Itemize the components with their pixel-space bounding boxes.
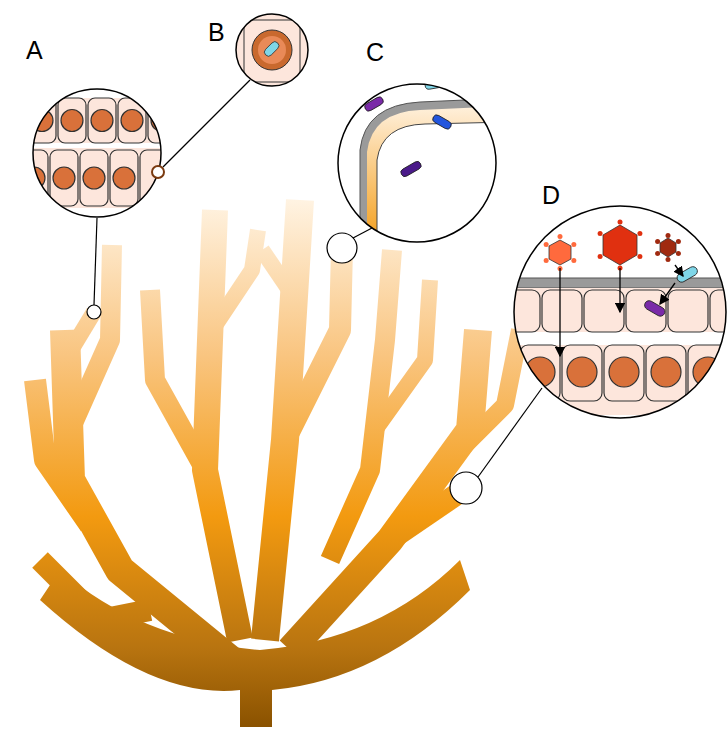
virus-spike — [571, 258, 576, 263]
cell — [584, 290, 624, 332]
cell — [520, 345, 560, 401]
cell — [80, 150, 108, 206]
cell — [110, 150, 138, 206]
cell — [626, 290, 666, 332]
virus-spike — [676, 239, 681, 244]
cell-nucleus — [173, 167, 195, 189]
panel-letter: A — [26, 38, 43, 63]
cell-nucleus — [181, 110, 203, 132]
cell-nucleus — [121, 110, 143, 132]
cell-nucleus — [83, 167, 105, 189]
cell — [88, 98, 116, 143]
virus-spike — [637, 254, 642, 259]
virus-spike — [558, 234, 563, 239]
panel-letter: D — [542, 183, 560, 208]
virus-spike — [676, 251, 681, 256]
virus-spike — [655, 239, 660, 244]
cell — [178, 98, 206, 143]
cell-nucleus — [651, 357, 681, 387]
cell — [170, 150, 198, 206]
cell — [58, 98, 86, 143]
virus-spike — [598, 231, 603, 236]
leader-line — [94, 80, 542, 477]
cell — [562, 345, 602, 401]
virus-spike — [544, 242, 549, 247]
cell — [140, 150, 168, 206]
cell-nucleus — [113, 167, 135, 189]
virus-spike — [598, 254, 603, 259]
virus-spike — [618, 220, 623, 225]
cell — [118, 98, 146, 143]
cell — [542, 290, 582, 332]
cell — [646, 345, 686, 401]
cell — [20, 150, 48, 206]
panel-letter: B — [208, 20, 225, 45]
virus-spike — [666, 233, 671, 238]
cell-nucleus — [151, 110, 173, 132]
cell — [50, 150, 78, 206]
virus-spike — [637, 231, 642, 236]
cell-nucleus — [53, 167, 75, 189]
virus-spike — [571, 242, 576, 247]
zoom-a — [20, 85, 206, 225]
cell-nucleus — [609, 357, 639, 387]
zoom-b — [230, 10, 320, 90]
cell — [500, 290, 540, 332]
zoom-d — [500, 200, 727, 430]
cell-nucleus — [91, 110, 113, 132]
coral-body — [35, 200, 520, 727]
cell-nucleus — [61, 110, 83, 132]
zoom-c — [330, 78, 510, 250]
virus-spike — [666, 257, 671, 262]
virus-spike — [655, 251, 660, 256]
cell — [668, 290, 708, 332]
cell-nucleus — [567, 357, 597, 387]
virus-spike — [544, 258, 549, 263]
cell — [604, 345, 644, 401]
panel-letter: C — [366, 40, 384, 65]
